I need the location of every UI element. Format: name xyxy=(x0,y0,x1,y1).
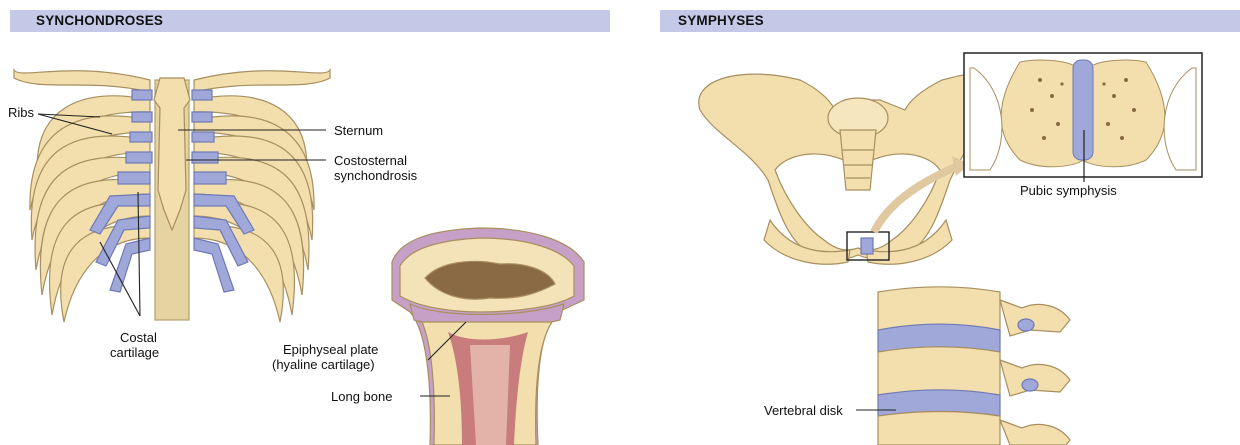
synchondroses-illustration xyxy=(0,0,620,445)
epiphyseal-label-line2: (hyaline cartilage) xyxy=(272,357,375,372)
pubic-symphysis-inset xyxy=(964,53,1202,182)
long-bone-illustration xyxy=(392,228,584,445)
symphyses-panel: SYMPHYSES xyxy=(660,0,1240,445)
synchondroses-panel: SYNCHONDROSES xyxy=(0,0,620,445)
epiphyseal-label-line1: Epiphyseal plate xyxy=(283,342,378,357)
costosternal-label-line1: Costosternal xyxy=(334,153,407,168)
symphyses-illustration xyxy=(660,0,1240,445)
pelvis-illustration xyxy=(699,73,1000,264)
costal-label-line1: Costal xyxy=(120,330,157,345)
sternum-label: Sternum xyxy=(334,123,383,138)
pubic-symphysis-label: Pubic symphysis xyxy=(1020,183,1117,198)
vertebral-column-illustration xyxy=(878,287,1070,445)
long-bone-label: Long bone xyxy=(331,389,392,404)
ribs-label: Ribs xyxy=(8,105,34,120)
costal-label-line2: cartilage xyxy=(110,345,159,360)
vertebral-disk-label: Vertebral disk xyxy=(764,403,843,418)
rib-cage-illustration xyxy=(14,70,330,322)
costosternal-label-line2: synchondrosis xyxy=(334,168,417,183)
